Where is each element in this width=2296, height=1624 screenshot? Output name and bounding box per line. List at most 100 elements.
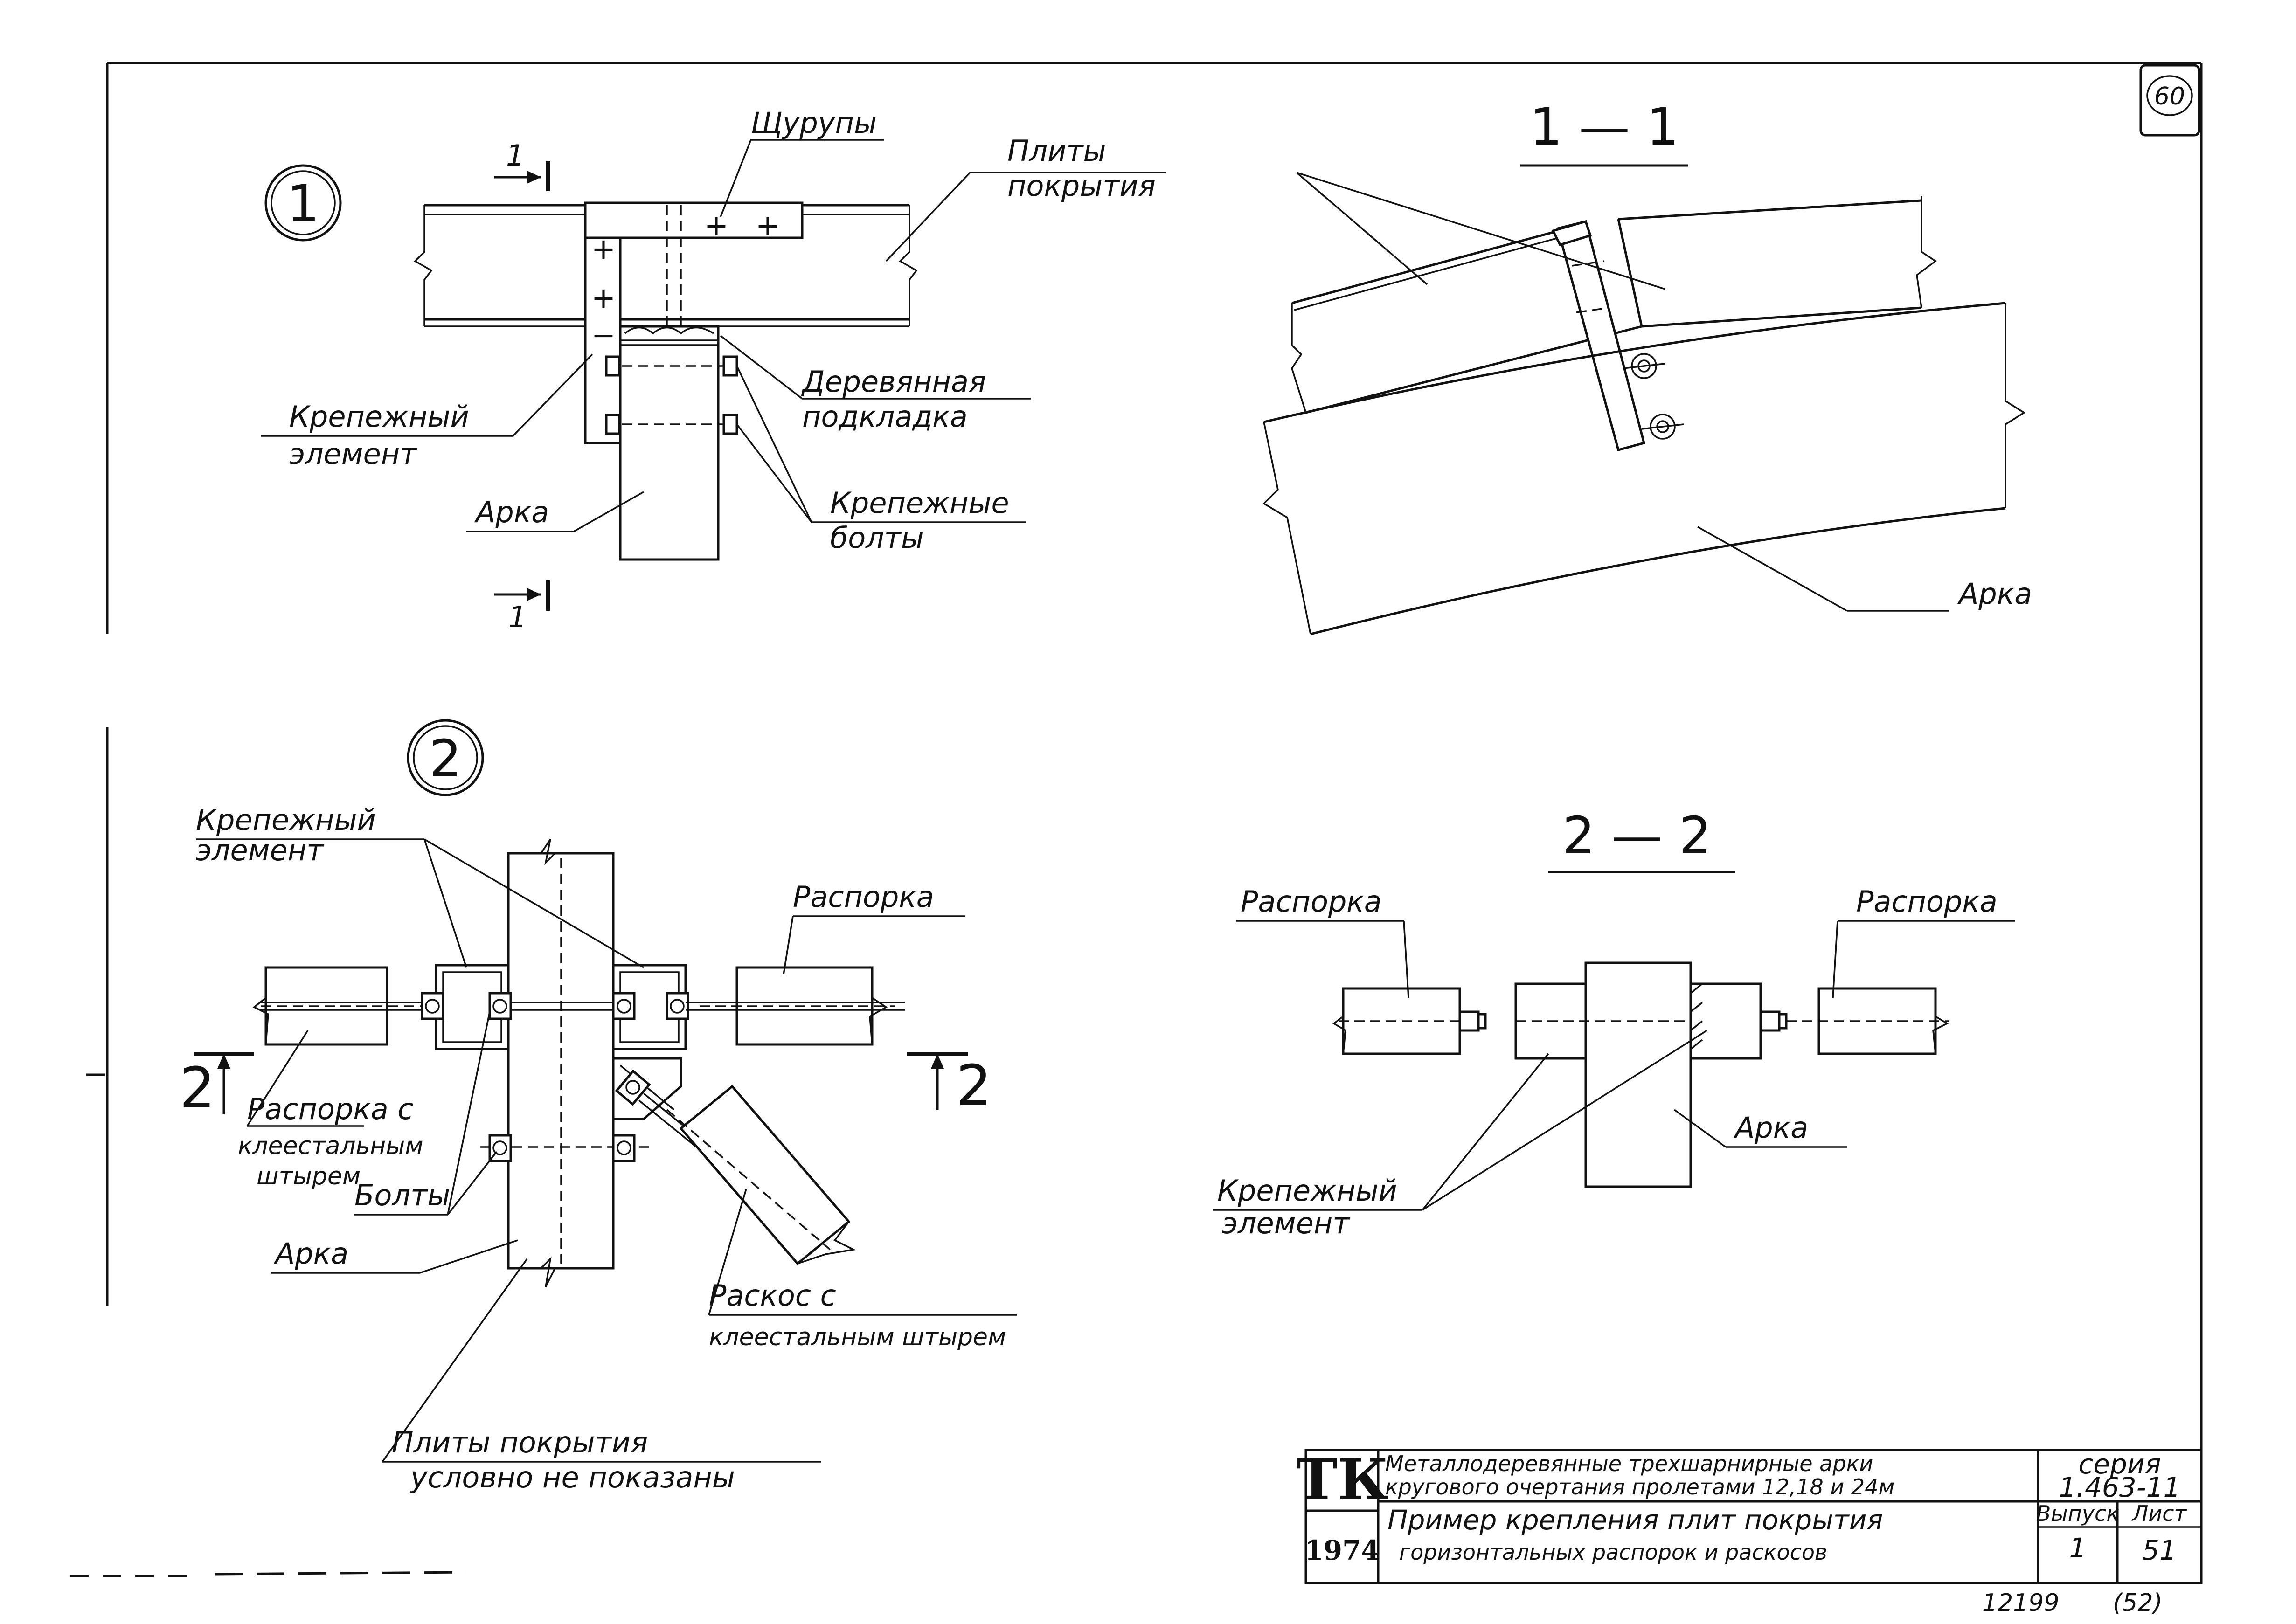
fastening-element-2-label-l2: элемент	[196, 833, 324, 867]
cover-plate-left	[1291, 227, 1642, 414]
label-note-2: Плиты покрытия условно не показаны	[382, 1258, 821, 1494]
label-strut-right-2-2: Распорка	[1832, 885, 2015, 998]
cover-plates-label-l1: Плиты	[1007, 134, 1106, 168]
section-1-1-title: 1 — 1	[1530, 97, 1679, 157]
svg-text:+: +	[591, 281, 616, 315]
arch-label-1: Арка	[474, 495, 549, 529]
label-strut-left-2-2: Распорка	[1236, 885, 1409, 998]
strut-right-2-2	[1759, 987, 1949, 1055]
arch-post-1	[605, 325, 738, 561]
fastening-element-2-label-l1: Крепежный	[196, 803, 376, 837]
fastening-bracket-left-2	[421, 964, 512, 1050]
year: 1974	[1304, 1534, 1380, 1566]
stamp-note-2: (52)	[2113, 1589, 2163, 1617]
section-cut-1-top: 1	[494, 138, 550, 191]
section-cut-2-label-right: 2	[956, 1054, 992, 1119]
sheet-title-l1: Пример крепления плит покрытия	[1387, 1504, 1883, 1536]
arch-curved	[1262, 302, 2026, 636]
label-cover-plates-1: Плиты покрытия	[885, 134, 1166, 262]
svg-text:+: +	[704, 208, 728, 242]
screws-label: Щурупы	[751, 106, 877, 140]
brace-2	[612, 1057, 856, 1265]
strut-right-2	[686, 966, 905, 1046]
page-number-box: 60	[2139, 64, 2200, 137]
label-cover-plates-1-1	[1296, 172, 1665, 290]
strut-rod-label-l1: Распорка с	[247, 1092, 414, 1126]
project-title-l1: Металлодеревянные трехшарнирные арки	[1385, 1451, 1873, 1476]
label-screws: Щурупы	[720, 106, 884, 217]
arch-label-1-1: Арка	[1957, 577, 2032, 611]
strut-rod-label-l3: штырем	[257, 1162, 361, 1190]
project-title-l2: кругового очертания пролетами 12,18 и 24…	[1385, 1474, 1894, 1500]
label-wood-pad: Деревянная подкладка	[720, 335, 1031, 434]
issue-label: Выпуск	[2036, 1501, 2119, 1526]
wood-pad-label-l1: Деревянная	[801, 365, 986, 399]
title-block: ТК 1974 Металлодеревянные трехшарнирные …	[1296, 1447, 2203, 1584]
section-cut-2-left: 2	[180, 1052, 254, 1121]
strut-left-2-2	[1332, 987, 1487, 1055]
section-cut-1-bottom: 1	[494, 580, 550, 634]
svg-text:+: +	[591, 232, 616, 266]
sheet-label: Лист	[2131, 1501, 2187, 1526]
strut-left-label-2-2: Распорка	[1241, 885, 1382, 919]
stamp-note: 12199	[1982, 1589, 2059, 1617]
section-cut-2-label-left: 2	[180, 1056, 215, 1121]
org-code: ТК	[1296, 1447, 1388, 1513]
bolts-label-2: Болты	[354, 1178, 450, 1212]
strut-right-label-2-2: Распорка	[1856, 885, 1998, 919]
label-arch-2-2: Арка	[1673, 1109, 1847, 1148]
svg-text:+: +	[756, 208, 780, 242]
sheet-title-l2: горизонтальных распорок и раскосов	[1399, 1540, 1827, 1565]
fastening-plate-1-1	[1551, 220, 1684, 452]
label-arch-1: Арка	[466, 491, 644, 532]
label-strut-2: Распорка	[783, 880, 965, 975]
issue-value: 1	[2069, 1532, 2087, 1564]
cover-plates-label-l2: покрытия	[1007, 169, 1156, 203]
fastening-bracket-right-2	[612, 964, 689, 1050]
wood-pad-label-l2: подкладка	[802, 400, 968, 434]
fastening-element-2-2-label-l1: Крепежный	[1217, 1174, 1397, 1208]
cover-plate-right	[1617, 196, 1937, 328]
series-label: серия	[2079, 1448, 2161, 1480]
brace-label-l1: Раскос с	[709, 1278, 836, 1313]
strut-rod-label-l2: клеестальным	[238, 1132, 423, 1160]
label-strut-rod-2: Распорка с клеестальным штырем	[238, 1030, 423, 1190]
section-cut-1-label-top: 1	[506, 138, 524, 173]
note-label-l2: условно не показаны	[409, 1460, 735, 1494]
label-fastening-element-2-2: Крепежный элемент	[1213, 1030, 1707, 1240]
arch-label-2-2: Арка	[1733, 1111, 1808, 1145]
section-2-2-title: 2 — 2	[1562, 806, 1712, 865]
label-brace-2: Раскос с клеестальным штырем	[708, 1189, 1017, 1351]
fastening-element-right-2-2	[1689, 982, 1762, 1060]
arch-vertical-2	[507, 839, 615, 1287]
svg-text:−: −	[591, 318, 616, 352]
section-1-1: 1 — 1	[1262, 97, 2032, 636]
fastening-element-2-2-label-l2: элемент	[1222, 1206, 1350, 1240]
sheet-frame	[70, 62, 2203, 1584]
fastening-element-1: + + + + −	[584, 201, 804, 444]
label-fastening-element-1: Крепежный элемент	[261, 353, 593, 471]
label-arch-1-1: Арка	[1697, 526, 2032, 612]
bolts-label-l2: болты	[830, 521, 924, 555]
strut-label-2: Распорка	[793, 880, 934, 914]
detail-1-marker: 1	[287, 174, 319, 234]
note-label-l1: Плиты покрытия	[392, 1425, 648, 1459]
series-value: 1.463-11	[2059, 1472, 2181, 1503]
section-cut-1-label-bottom: 1	[508, 600, 527, 634]
arch-label-2: Арка	[273, 1237, 348, 1271]
brace-label-l2: клеестальным штырем	[709, 1323, 1006, 1351]
bolts-label-l1: Крепежные	[830, 486, 1009, 520]
detail-2: 2 2 2	[180, 719, 1017, 1494]
strut-left-2	[252, 966, 676, 1046]
label-arch-2: Арка	[271, 1237, 518, 1274]
label-bolts-2: Болты	[354, 1011, 498, 1216]
fastening-element-label-l1: Крепежный	[289, 400, 469, 434]
detail-1: 1 1 1 + +	[261, 106, 1166, 634]
page-number: 60	[2154, 83, 2185, 111]
sheet-value: 51	[2142, 1534, 2177, 1566]
label-fastening-element-2: Крепежный элемент	[196, 803, 644, 968]
section-cut-2-right: 2	[907, 1052, 992, 1119]
section-2-2: 2 — 2	[1213, 806, 2015, 1240]
fastening-element-label-l2: элемент	[289, 437, 417, 471]
